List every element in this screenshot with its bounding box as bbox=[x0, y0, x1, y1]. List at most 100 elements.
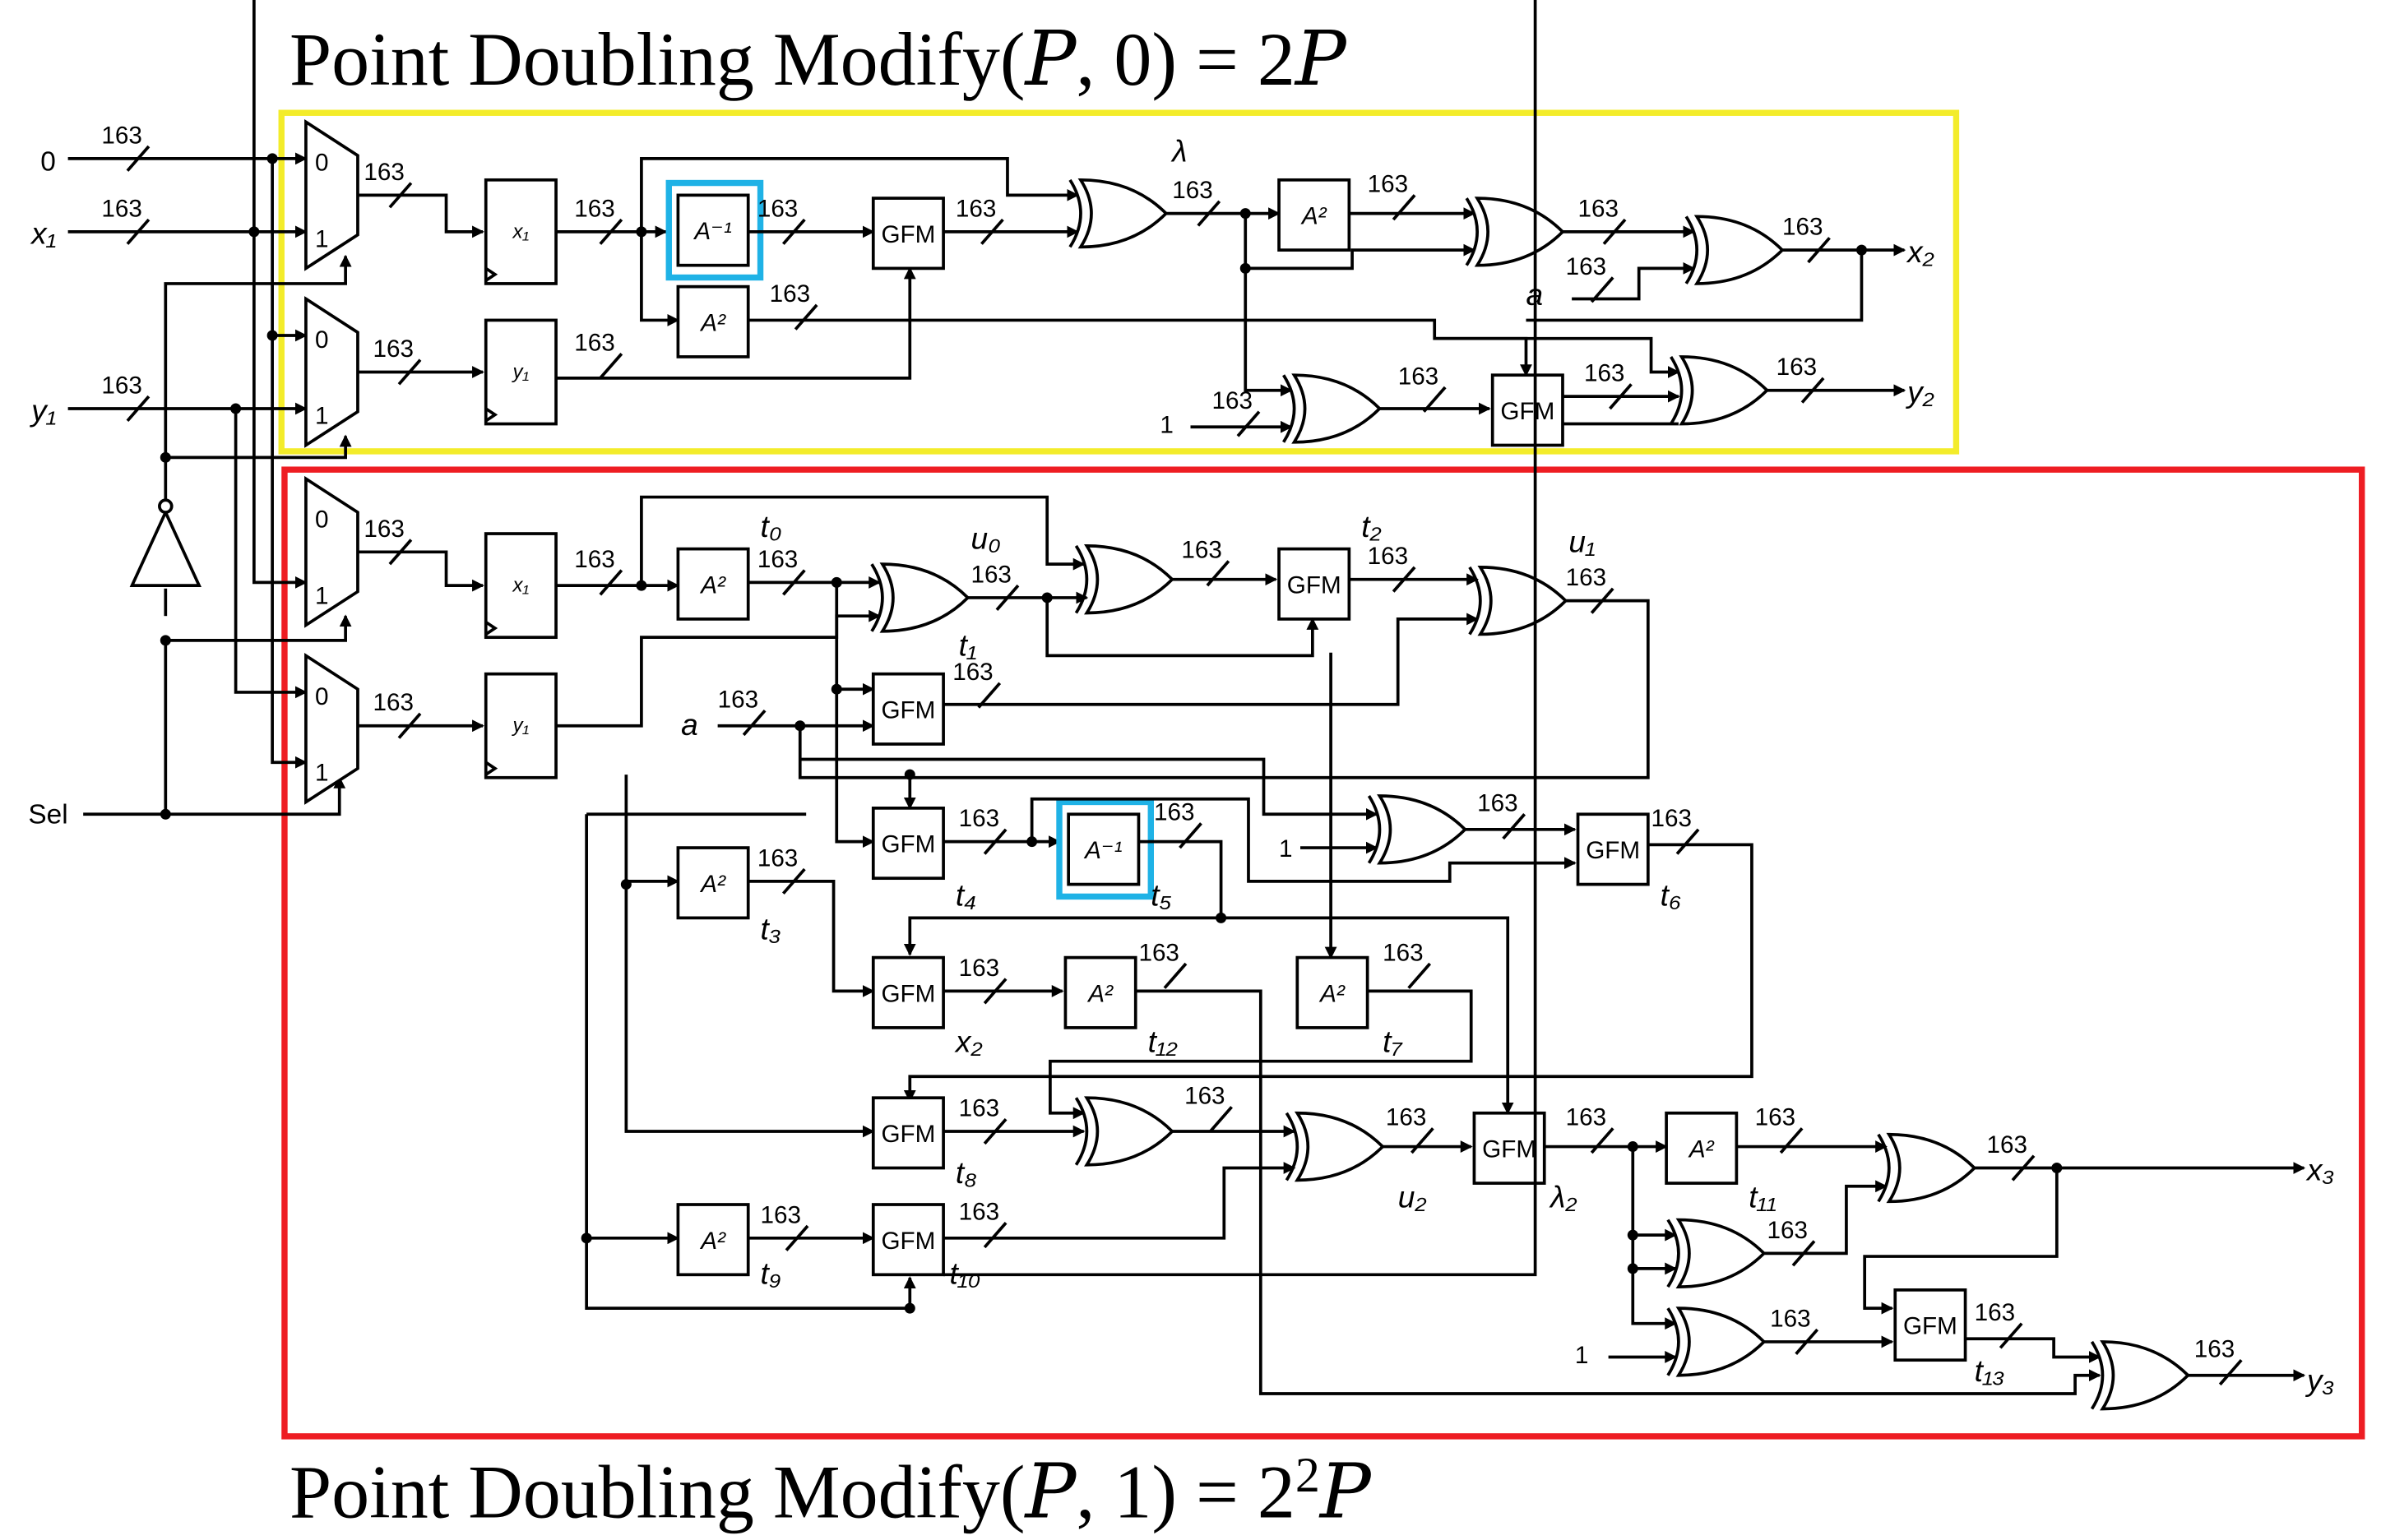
bus-slash bbox=[983, 978, 1008, 1005]
mux-in0-label: 0 bbox=[315, 683, 329, 710]
bus-slash bbox=[1236, 410, 1261, 437]
bus-slash bbox=[599, 218, 623, 245]
register bbox=[484, 318, 558, 426]
bus-slash bbox=[995, 584, 1020, 612]
xor-gate-arc bbox=[870, 563, 884, 632]
bus-width-label: 163 bbox=[959, 955, 999, 982]
mux bbox=[304, 118, 359, 271]
wire bbox=[943, 0, 1537, 1277]
inverter-bubble bbox=[158, 498, 174, 514]
wire bbox=[164, 254, 352, 501]
gfm-block bbox=[1576, 812, 1650, 886]
square-block bbox=[676, 846, 750, 920]
output-x3: x₃ bbox=[2305, 1152, 2334, 1186]
bus-slash bbox=[794, 303, 818, 331]
gfm-block bbox=[871, 672, 945, 746]
bus-width-label: 163 bbox=[1368, 171, 1408, 198]
bus-width-label: 163 bbox=[1477, 790, 1517, 817]
wire bbox=[1244, 213, 1476, 271]
signal-t7: t₇ bbox=[1383, 1024, 1403, 1059]
bus-slash bbox=[1179, 822, 1202, 849]
register bbox=[484, 178, 558, 285]
xor-gate bbox=[1291, 373, 1383, 444]
bus-slash bbox=[785, 1224, 809, 1251]
register bbox=[484, 672, 558, 779]
inverse-block-label: A⁻¹ bbox=[1083, 837, 1122, 864]
bus-slash bbox=[983, 828, 1008, 855]
lower-frame bbox=[281, 466, 2365, 1440]
input-y1: y₁ bbox=[29, 393, 56, 428]
bus-width-label: 163 bbox=[959, 805, 999, 832]
xor-gate bbox=[1693, 215, 1785, 285]
bus-slash bbox=[1602, 218, 1627, 245]
bus-width-label: 163 bbox=[364, 159, 404, 186]
bus-slash bbox=[1502, 813, 1526, 840]
bus-width-label: 163 bbox=[1975, 1299, 2015, 1326]
mux-in1-label: 1 bbox=[315, 403, 329, 430]
bus-slash bbox=[1163, 962, 1188, 989]
inverter bbox=[129, 508, 202, 587]
bus-slash bbox=[980, 218, 1004, 245]
signal-u0: u₀ bbox=[970, 521, 1000, 556]
wire bbox=[903, 843, 1753, 1103]
bus-width-label: 163 bbox=[1566, 564, 1606, 591]
lower-input-a: a bbox=[681, 707, 698, 742]
junction-dot bbox=[266, 330, 278, 341]
xor-gate-arc bbox=[1465, 197, 1479, 266]
signal-lambda2: λ₂ bbox=[1549, 1180, 1577, 1214]
title-point-doubling-2: Point Doubling Modify(P, 1) = 22P bbox=[290, 1447, 1371, 1536]
register-label: y₁ bbox=[512, 361, 530, 383]
bus-slash bbox=[599, 569, 623, 596]
gfm-block bbox=[1893, 1288, 1967, 1362]
bus-width-label: 163 bbox=[952, 659, 993, 686]
bus-width-label: 163 bbox=[1398, 363, 1438, 390]
signal-u1: u₁ bbox=[1568, 524, 1595, 558]
bus-slash bbox=[1807, 237, 1831, 264]
bus-width-label: 163 bbox=[970, 561, 1011, 588]
bus-width-label: 163 bbox=[1211, 387, 1252, 414]
wire bbox=[357, 550, 484, 592]
output-x2: x₂ bbox=[1906, 234, 1934, 269]
wire bbox=[234, 408, 308, 699]
bus-slash bbox=[1197, 200, 1221, 227]
gfm-block-label: GFM bbox=[1500, 398, 1554, 425]
bus-width-label: 163 bbox=[1184, 1083, 1225, 1110]
wire bbox=[165, 434, 352, 460]
bus-width-label: 163 bbox=[956, 195, 996, 222]
bus-slash bbox=[2218, 1358, 2243, 1386]
xor-gate-arc bbox=[1468, 566, 1482, 636]
bus-slash bbox=[1999, 1322, 2023, 1349]
wire bbox=[585, 1237, 916, 1310]
signal-t11: t₁₁ bbox=[1749, 1180, 1776, 1214]
signal-t2: t₂ bbox=[1361, 509, 1381, 543]
inverse-block bbox=[676, 193, 750, 267]
bus-slash bbox=[1392, 566, 1416, 593]
inverse-block-label: A⁻¹ bbox=[693, 218, 731, 245]
bus-slash bbox=[1392, 194, 1416, 221]
gfm-block-label: GFM bbox=[881, 980, 935, 1007]
xor-gate-arc bbox=[1074, 1097, 1089, 1166]
xor-gate bbox=[1886, 1132, 1977, 1204]
xor-gate-arc bbox=[1684, 215, 1699, 284]
signal-t8: t₈ bbox=[956, 1155, 977, 1190]
junction-dot bbox=[904, 1302, 915, 1314]
signal-t13: t₁₃ bbox=[1975, 1353, 2005, 1388]
register-clock bbox=[484, 266, 498, 282]
bus-slash bbox=[1800, 377, 1825, 404]
wire bbox=[640, 231, 680, 326]
signal-lambda: λ bbox=[1170, 134, 1187, 169]
xor-gate bbox=[1477, 566, 1568, 636]
bus-slash bbox=[983, 1222, 1008, 1249]
xor-gate bbox=[2100, 1340, 2190, 1411]
gfm-block bbox=[871, 955, 945, 1029]
bus-width-label: 163 bbox=[1566, 1104, 1606, 1131]
xor-gate-arc bbox=[1666, 1219, 1680, 1288]
signal-t0: t₀ bbox=[761, 509, 782, 543]
bus-width-label: 163 bbox=[1181, 537, 1221, 564]
signal-x2: x₂ bbox=[954, 1024, 983, 1059]
bus-width-label: 163 bbox=[959, 1094, 999, 1121]
gfm-block-label: GFM bbox=[881, 221, 935, 248]
bus-width-label: 163 bbox=[373, 335, 414, 363]
junction-dot bbox=[266, 153, 278, 164]
